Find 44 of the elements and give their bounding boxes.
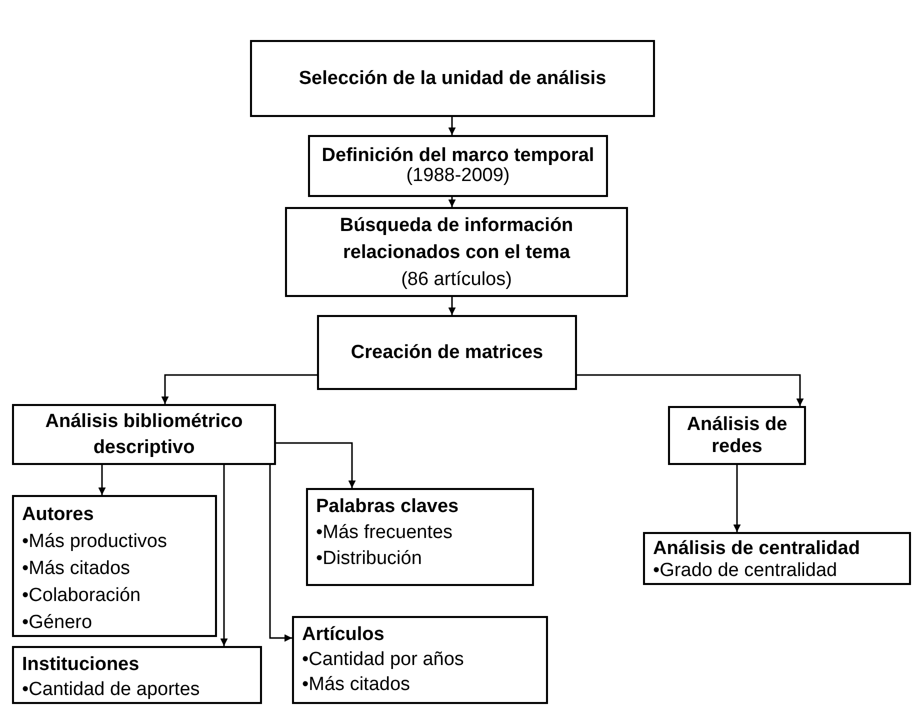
box-subtitle: (86 artículos) [401, 268, 512, 292]
process-box [285, 207, 628, 297]
box-title: Análisis bibliométrico descriptivo [44, 410, 244, 460]
box-title: Palabras claves [316, 495, 459, 519]
box-title: Artículos [302, 623, 384, 647]
arrow [98, 465, 106, 495]
box-title: Instituciones [22, 653, 140, 677]
bullet-item: •Más frecuentes [316, 521, 453, 545]
bullet-item: •Colaboración [22, 584, 141, 608]
box-title: Análisis de redes [686, 414, 788, 458]
arrow [448, 117, 456, 135]
process-box [12, 646, 262, 704]
arrow [276, 442, 356, 488]
box-title: Autores [22, 503, 94, 527]
bullet-item: •Más productivos [22, 530, 167, 554]
process-box [12, 404, 276, 465]
process-box [308, 135, 608, 197]
process-box [292, 616, 548, 704]
arrow [448, 297, 456, 315]
process-box [250, 40, 655, 117]
bullet-item: •Distribución [316, 547, 422, 571]
process-box [668, 406, 806, 465]
bullet-item: •Género [22, 611, 92, 635]
arrow [577, 374, 804, 406]
box-title: Creación de matrices [350, 342, 544, 364]
box-subtitle: (1988-2009) [406, 166, 510, 186]
bullet-item: •Grado de centralidad [653, 560, 838, 582]
bullet-item: •Más citados [22, 557, 130, 581]
process-box [12, 495, 217, 637]
process-box [317, 315, 577, 390]
bullet-item: •Cantidad de aportes [22, 678, 200, 702]
bullet-item: •Más citados [302, 673, 410, 697]
bullet-item: •Cantidad por años [302, 648, 464, 672]
process-box [306, 488, 534, 586]
box-title: Búsqueda de información relacionados con el tema [338, 214, 574, 264]
arrow [269, 465, 292, 642]
arrow [448, 197, 456, 207]
process-box [643, 532, 911, 585]
arrow [220, 465, 228, 646]
arrow [733, 465, 741, 532]
box-title: Definición del marco temporal [322, 146, 594, 166]
arrow [161, 374, 317, 404]
box-title: Selección de la unidad de análisis [298, 68, 606, 90]
box-title: Análisis de centralidad [653, 538, 860, 560]
